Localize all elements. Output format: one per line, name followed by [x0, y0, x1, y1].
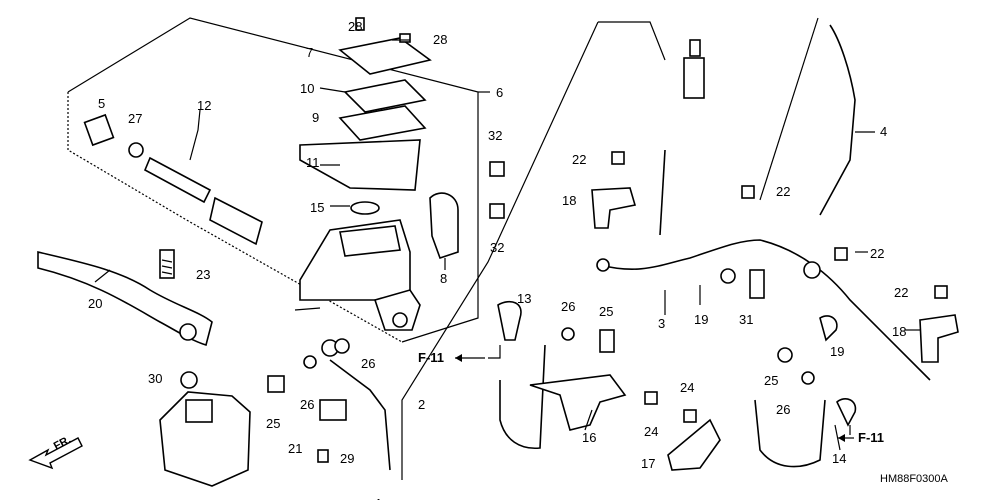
ref-label-right: F-11 [858, 430, 884, 445]
part-label-22b: 22 [776, 184, 790, 199]
part-label-28a: 28 [348, 19, 362, 34]
part-label-5: 5 [98, 96, 105, 111]
hose-fittings [321, 39, 838, 357]
part-label-30: 30 [148, 371, 162, 386]
master-cylinder [299, 219, 421, 331]
part-label-8: 8 [440, 271, 447, 286]
brake-hoses [329, 24, 931, 471]
part-label-28b: 28 [433, 32, 447, 47]
part-label-26c: 26 [300, 397, 314, 412]
brackets [497, 187, 959, 471]
part-label-19b: 19 [830, 344, 844, 359]
pivot-bolt [159, 249, 175, 279]
part-label-24a: 24 [680, 380, 694, 395]
part-label-19a: 19 [694, 312, 708, 327]
part-label-1: 1 [375, 496, 382, 500]
part-label-9: 9 [312, 110, 319, 125]
part-label-32a: 32 [488, 128, 502, 143]
ref-label-left: F-11 [418, 350, 444, 365]
part-label-31: 31 [739, 312, 753, 327]
part-label-25c: 25 [764, 373, 778, 388]
part-label-25b: 25 [599, 304, 613, 319]
brake-lever [37, 250, 213, 347]
part-label-20: 20 [88, 296, 102, 311]
part-label-14: 14 [832, 451, 846, 466]
ref-callout-left: F-11 [418, 350, 485, 365]
part-label-21: 21 [288, 441, 302, 456]
part-label-6: 6 [496, 85, 503, 100]
part-label-15: 15 [310, 200, 324, 215]
part-label-17: 17 [641, 456, 655, 471]
part-label-4: 4 [880, 124, 887, 139]
part-label-13: 13 [517, 291, 531, 306]
leader-lines [94, 39, 920, 451]
part-label-16: 16 [582, 430, 596, 445]
part-label-18b: 18 [892, 324, 906, 339]
part-label-22a: 22 [572, 152, 586, 167]
part-label-3: 3 [658, 316, 665, 331]
part-label-27: 27 [128, 111, 142, 126]
part-label-26b: 26 [361, 356, 375, 371]
drawing-code: HM88F0300A [880, 473, 949, 485]
fasteners [267, 151, 948, 463]
switch-housing [159, 371, 251, 487]
part-label-22d: 22 [894, 285, 908, 300]
part-label-12: 12 [197, 98, 211, 113]
part-label-7: 7 [306, 45, 313, 60]
part-label-2: 2 [418, 397, 425, 412]
ref-callout-right: F-11 [838, 430, 884, 445]
part-label-18a: 18 [562, 193, 576, 208]
part-label-24b: 24 [644, 424, 658, 439]
part-label-22c: 22 [870, 246, 884, 261]
part-label-23: 23 [196, 267, 210, 282]
part-label-10: 10 [300, 81, 314, 96]
part-label-25a: 25 [266, 416, 280, 431]
part-label-26a: 26 [561, 299, 575, 314]
part-label-11: 11 [306, 155, 320, 170]
part-label-29: 29 [340, 451, 354, 466]
reservoir-cap-stack [299, 17, 432, 215]
part-label-32b: 32 [490, 240, 504, 255]
piston-kit [83, 113, 263, 246]
holder-bracket [429, 192, 459, 260]
part-labels: 1 2 3 4 5 6 7 8 9 10 11 12 13 14 15 16 1… [88, 19, 908, 500]
front-direction-arrow: FR. [28, 434, 83, 470]
part-label-26d: 26 [776, 402, 790, 417]
